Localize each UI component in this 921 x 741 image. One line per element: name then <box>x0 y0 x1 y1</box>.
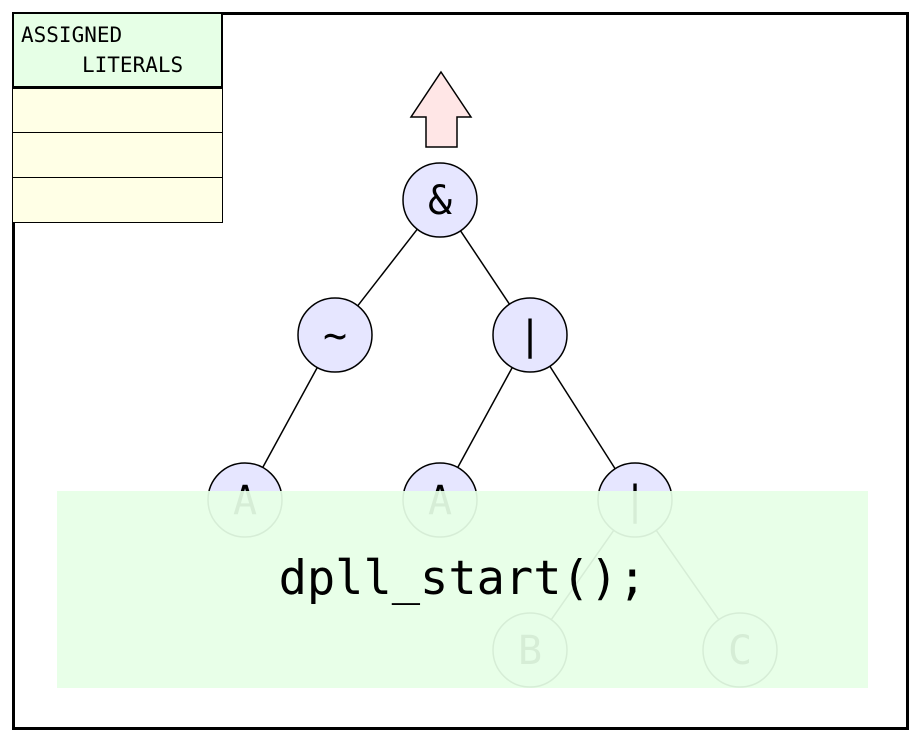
up-arrow-icon <box>409 70 473 148</box>
code-line: dpll_start(); <box>278 551 647 606</box>
literal-slot <box>12 177 223 223</box>
tree-edge <box>549 365 616 470</box>
tree-edge <box>262 367 318 468</box>
tree-node-label: ~ <box>323 313 347 359</box>
tree-node-not: ~ <box>297 297 373 373</box>
tree-edge <box>459 230 511 305</box>
literals-title-line1: ASSIGNED <box>21 23 123 47</box>
tree-node-label: | <box>518 313 542 359</box>
tree-node-circle <box>297 297 373 373</box>
assigned-literals-header: ASSIGNED LITERALS <box>12 12 223 88</box>
tree-node-circle <box>492 297 568 373</box>
tree-node-or1: | <box>492 297 568 373</box>
literals-title-line2: LITERALS <box>82 53 184 77</box>
tree-node-circle <box>402 162 478 238</box>
tree-node-label: & <box>428 178 452 224</box>
code-overlay: dpll_start(); <box>57 491 868 688</box>
tree-edge <box>457 367 513 468</box>
tree-edge <box>357 228 418 307</box>
literal-slot <box>12 88 223 134</box>
tree-node-root: & <box>402 162 478 238</box>
